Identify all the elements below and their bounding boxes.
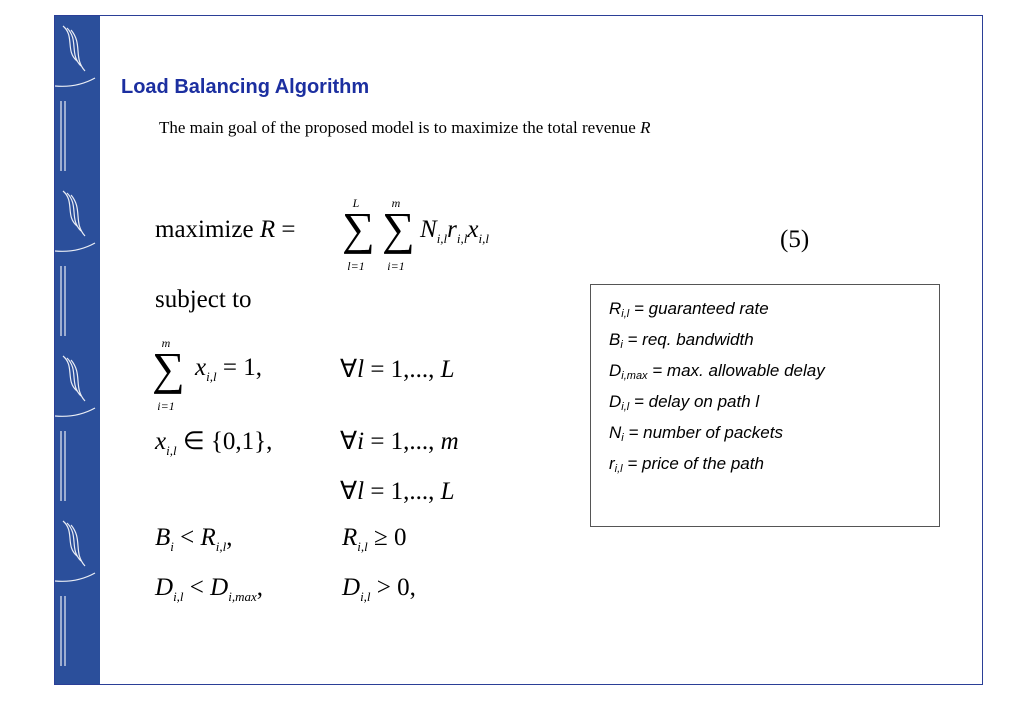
sum-i-lower: i=1 (387, 259, 405, 273)
constraint-5-bound: Di,l > 0, (342, 574, 416, 604)
sum-l-upper: L (352, 196, 360, 210)
constraint-2-range: ∀i = 1,..., m (340, 428, 459, 455)
legend-item: Ni = number of packets (609, 423, 783, 444)
constraint-sum-upper: m (161, 336, 171, 350)
sum-symbol-i: ∑ (382, 203, 415, 254)
legend-box: Ri,l = guaranteed rate Bi = req. bandwid… (590, 284, 940, 527)
sum-i-upper: m (391, 196, 401, 210)
constraint-sum-symbol: ∑ (152, 343, 185, 394)
slide-title: Load Balancing Algorithm (121, 76, 370, 98)
subject-to-label: subject to (155, 286, 252, 313)
legend-item: ri,l = price of the path (609, 454, 764, 475)
sum-l-lower: l=1 (347, 259, 365, 273)
legend-item: Ri,l = guaranteed rate (609, 299, 769, 320)
equation-number: (5) (780, 226, 810, 253)
sum-symbol-l: ∑ (342, 203, 375, 254)
legend-item: Bi = req. bandwidth (609, 330, 754, 351)
constraint-5: Di,l < Di,max, (155, 574, 263, 604)
objective-equation: maximize R = (155, 216, 296, 243)
constraint-2: xi,l ∈ {0,1}, (155, 428, 273, 458)
slide-subtitle: The main goal of the proposed model is t… (159, 118, 651, 137)
legend-item: Di,l = delay on path l (609, 392, 760, 413)
constraint-4-bound: Ri,l ≥ 0 (342, 524, 407, 554)
legend-item: Di,max = max. allowable delay (609, 361, 825, 382)
constraint-3-range: ∀l = 1,..., L (340, 478, 455, 505)
constraint-1-range: ∀l = 1,..., L (340, 356, 455, 383)
flame-ornament-icon (55, 25, 96, 666)
constraint-4: Bi < Ri,l, (155, 524, 233, 554)
slide: Load Balancing Algorithm The main goal o… (54, 15, 983, 685)
constraint-1: xi,l = 1, (195, 354, 262, 384)
decorative-sidebar (55, 16, 100, 684)
constraint-sum-lower: i=1 (157, 399, 175, 413)
objective-terms: Ni,lri,lxi,l (420, 216, 489, 246)
